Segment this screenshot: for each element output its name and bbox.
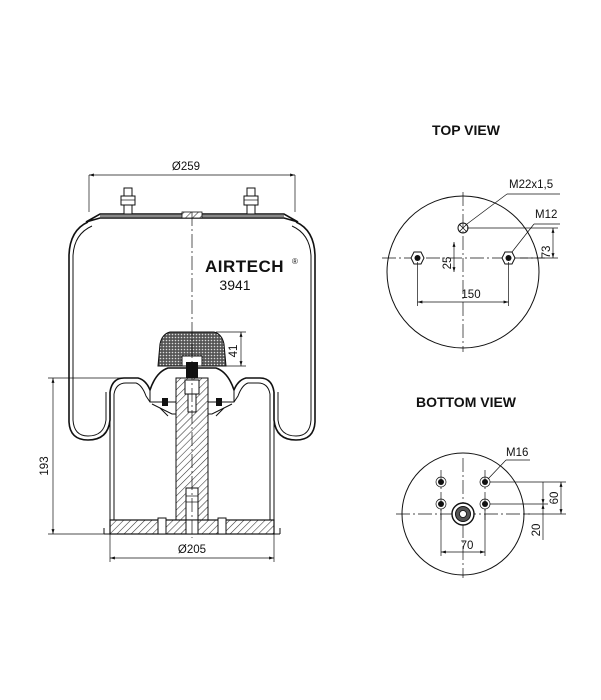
dimension-bottom-diameter: Ø205 bbox=[109, 534, 275, 562]
top-stud-left bbox=[120, 187, 136, 215]
bottom-offset-small-label: 20 bbox=[531, 524, 543, 537]
dimension-height: 193 bbox=[39, 377, 124, 535]
brand-name: AIRTECH bbox=[205, 257, 284, 276]
bottom-view-title: BOTTOM VIEW bbox=[416, 394, 517, 410]
bottom-view: BOTTOM VIEW M16 60 bbox=[396, 394, 566, 578]
top-center-thread-label: M22x1,5 bbox=[509, 179, 553, 191]
bumper-height-label: 41 bbox=[228, 345, 240, 358]
bottom-spacing-label: 70 bbox=[461, 540, 474, 552]
top-offset-small-label: 25 bbox=[442, 257, 454, 270]
dimension-bumper-height: 41 bbox=[216, 331, 246, 367]
bottom-diameter-label: Ø205 bbox=[178, 544, 206, 556]
side-view: Ø259 bbox=[39, 161, 316, 562]
top-view: TOP VIEW M22x1,5 M12 73 25 bbox=[382, 122, 560, 352]
bottom-offset-y-label: 60 bbox=[549, 492, 561, 505]
model-number: 3941 bbox=[219, 277, 250, 293]
top-stud-right bbox=[243, 187, 259, 215]
top-stud-hole-right bbox=[501, 251, 516, 265]
top-stud-spacing-label: 150 bbox=[461, 289, 480, 301]
top-stud-hole-left bbox=[410, 251, 425, 265]
bottom-thread-label: M16 bbox=[506, 447, 528, 459]
bottom-center-fitting bbox=[451, 502, 475, 526]
bottom-hole-top-left bbox=[435, 476, 447, 488]
top-stud-thread-label: M12 bbox=[535, 209, 557, 221]
brand-registered-mark: ® bbox=[292, 257, 298, 266]
rubber-bellow bbox=[68, 221, 316, 441]
dimension-top-diameter: Ø259 bbox=[88, 161, 296, 212]
top-offset-y-label: 73 bbox=[541, 246, 553, 259]
top-view-title: TOP VIEW bbox=[432, 122, 501, 138]
top-diameter-label: Ø259 bbox=[172, 161, 200, 173]
height-label: 193 bbox=[39, 456, 51, 475]
